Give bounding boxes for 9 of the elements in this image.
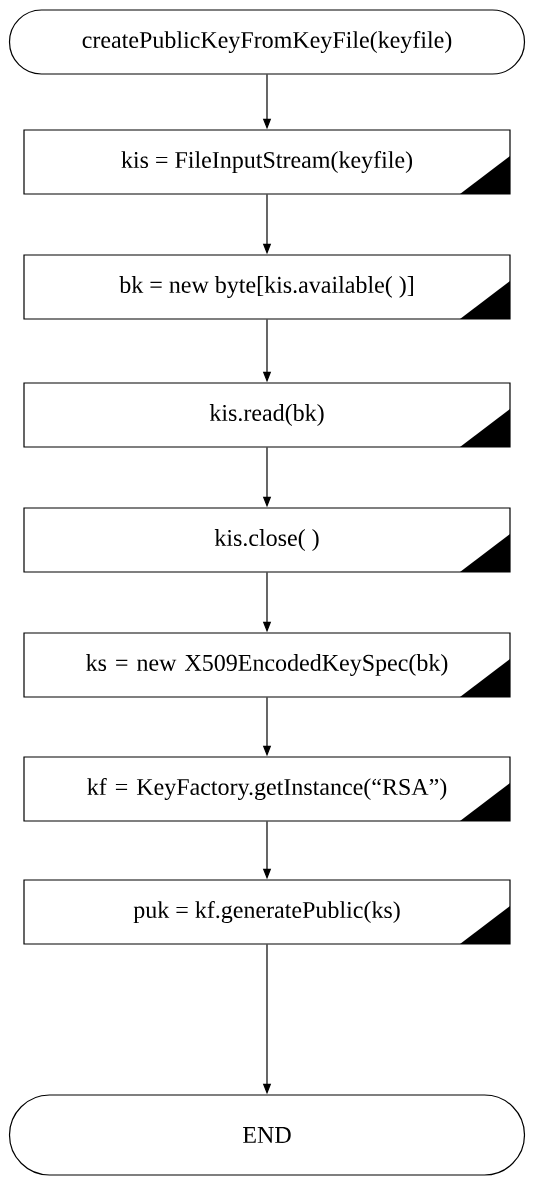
process-box: kis.close( ) — [23, 507, 511, 573]
terminator: createPublicKeyFromKeyFile(keyfile) — [8, 9, 526, 75]
process-box: kis.read(bk) — [23, 382, 511, 448]
process-box: ks = new X509EncodedKeySpec(bk) — [23, 632, 511, 698]
process-box: kis = FileInputStream(keyfile) — [23, 129, 511, 195]
terminator: END — [8, 1094, 526, 1176]
process-box: puk = kf.generatePublic(ks) — [23, 879, 511, 945]
process-box: bk = new byte[kis.available( )] — [23, 254, 511, 320]
process-box: kf = KeyFactory.getInstance(“RSA”) — [23, 756, 511, 822]
